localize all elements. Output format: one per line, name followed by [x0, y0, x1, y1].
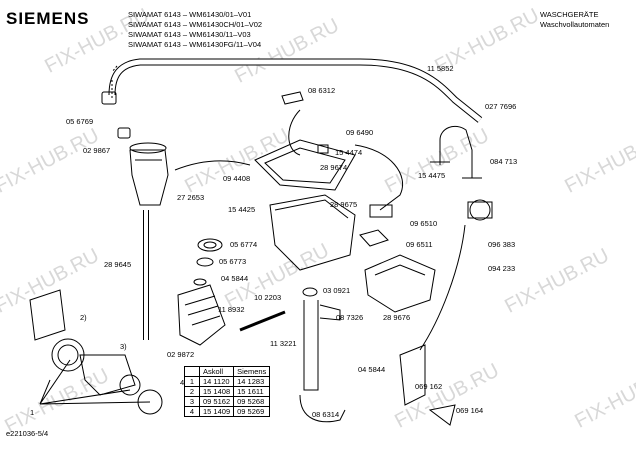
table-cell: 15 1611 [233, 386, 271, 397]
diagram-code: e221036-5/4 [6, 429, 49, 438]
table-cell: 09 5268 [233, 396, 271, 407]
callout-label: 4 [180, 378, 185, 387]
table-cell: 09 5162 [198, 396, 235, 407]
brand-logo: SIEMENS [6, 9, 90, 28]
table-cell: 15 1409 [198, 406, 235, 417]
table-row: 3 09 5162 09 5268 [184, 396, 271, 407]
callout-label: 1 [30, 408, 35, 417]
part-label: 09 6510 [410, 219, 438, 228]
model-line: SIWAMAT 6143 – WM61430/01–V01 [128, 10, 252, 19]
part-label: 05 6773 [219, 257, 247, 266]
table-header-row: Askoll Siemens [184, 366, 271, 377]
table-cell: 1 [184, 376, 200, 387]
part-label: 08 6314 [312, 410, 340, 419]
part-label: 02 9872 [167, 350, 195, 359]
part-label: 04 5844 [221, 274, 249, 283]
table-cell: 2 [184, 386, 200, 397]
part-label: 27 2653 [177, 193, 205, 202]
part-label: 28 9675 [330, 200, 358, 209]
part-label: 05 6769 [66, 117, 94, 126]
part-label: 02 9867 [83, 146, 111, 155]
subcategory-title: Waschvollautomaten [540, 20, 610, 29]
table-header-cell: Siemens [233, 366, 271, 377]
part-label: 03 0921 [323, 286, 351, 295]
table-cell: 3 [184, 396, 200, 407]
model-line: SIWAMAT 6143 – WM61430FG/11–V04 [128, 40, 262, 49]
part-label: 09 6490 [346, 128, 374, 137]
part-label: 11 5852 [427, 64, 454, 73]
part-label: 094 233 [488, 264, 516, 273]
parts-cross-reference-table: Askoll Siemens 1 14 1120 14 1283 2 15 14… [184, 366, 271, 417]
part-label: 15 4475 [418, 171, 446, 180]
part-label: 04 5844 [358, 365, 386, 374]
part-label: 027 7696 [485, 102, 517, 111]
part-label: 08 7326 [336, 313, 364, 322]
part-label: 10 2203 [254, 293, 282, 302]
part-label: 05 6774 [230, 240, 258, 249]
model-line: SIWAMAT 6143 – WM61430CH/01–V02 [128, 20, 263, 29]
callout-label: 2) [80, 313, 87, 322]
table-header-cell [184, 366, 200, 377]
part-label: 28 9676 [383, 313, 411, 322]
table-cell: 09 5269 [233, 406, 271, 417]
table-cell: 14 1283 [233, 376, 271, 387]
part-label: 09 6511 [406, 240, 433, 249]
part-label: 11 8932 [218, 305, 245, 314]
part-label: 28 9674 [320, 163, 348, 172]
part-label: 11 3221 [270, 339, 297, 348]
part-label: 28 9645 [104, 260, 132, 269]
callout-label: 3) [120, 342, 127, 351]
part-label: 08 6312 [308, 86, 336, 95]
table-cell: 15 1408 [198, 386, 235, 397]
part-label: 09 4408 [223, 174, 251, 183]
part-label: 084 713 [490, 157, 518, 166]
table-header-cell: Askoll [198, 366, 235, 377]
part-label: 15 4425 [228, 205, 256, 214]
table-row: 1 14 1120 14 1283 [184, 376, 271, 387]
part-label: 069 162 [415, 382, 443, 391]
part-label: 096 383 [488, 240, 516, 249]
table-row: 4 15 1409 09 5269 [184, 406, 271, 417]
category-title: WASCHGERÄTE [540, 10, 599, 19]
part-label: 15 4474 [335, 148, 363, 157]
model-line: SIWAMAT 6143 – WM61430/11–V03 [128, 30, 251, 39]
table-row: 2 15 1408 15 1611 [184, 386, 271, 397]
table-cell: 4 [184, 406, 200, 417]
table-cell: 14 1120 [198, 376, 235, 387]
part-label: 069 164 [456, 406, 484, 415]
